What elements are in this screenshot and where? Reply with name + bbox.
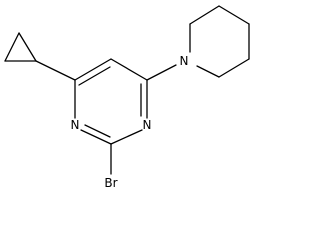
- bond: [110, 58, 148, 81]
- bond: [84, 124, 111, 138]
- bond: [78, 66, 111, 86]
- bond: [218, 5, 250, 25]
- bond: [18, 32, 37, 62]
- bromine-label: Br: [104, 176, 117, 190]
- piperidine-nitrogen-label: N: [180, 54, 189, 68]
- cyclopropyl-ring: [4, 32, 37, 62]
- bond: [35, 60, 76, 81]
- bond: [110, 129, 143, 145]
- pyrimidine-nitrogen-1-label: N: [143, 118, 152, 132]
- piperidine-ring: [189, 5, 250, 78]
- bond: [74, 58, 112, 81]
- bond: [218, 58, 250, 78]
- bond: [4, 32, 20, 62]
- bond: [196, 65, 220, 78]
- molecule-structure-diagram: N N N Br: [4, 5, 250, 190]
- bond: [146, 64, 177, 81]
- bond: [80, 129, 112, 145]
- pyrimidine-ring: [74, 58, 148, 145]
- pyrimidine-nitrogen-3-label: N: [71, 118, 80, 132]
- bond: [189, 5, 220, 25]
